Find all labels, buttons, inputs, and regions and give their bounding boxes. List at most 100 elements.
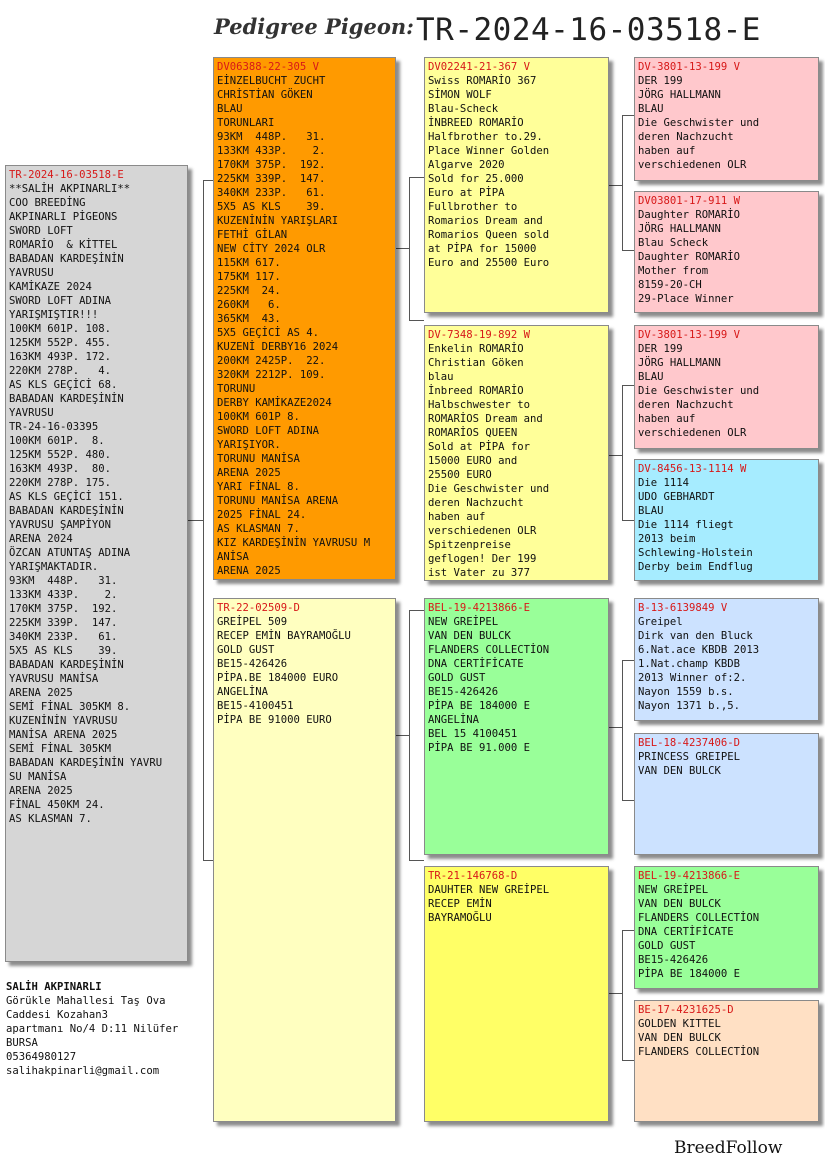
detail-line: 125KM 552P. 455.: [9, 337, 112, 349]
detail-line: Place Winner Golden: [428, 145, 550, 157]
detail-line: VAN DEN BULCK: [638, 1032, 721, 1044]
connector-line: [622, 930, 634, 931]
detail-line: SWORD LOFT ADINA: [9, 295, 112, 307]
detail-line: FLANDERS COLLECTİON: [638, 1046, 760, 1058]
detail-line: JÖRG HALLMANN: [638, 89, 721, 101]
detail-line: ARENA 2025: [217, 565, 281, 577]
connector-line: [409, 610, 424, 611]
detail-line: GOLDEN KITTEL: [638, 1018, 721, 1030]
connector-line: [409, 177, 424, 178]
owner-address-line: Caddesi Kozahan3: [6, 1009, 109, 1021]
detail-line: Halbschwester to: [428, 399, 531, 411]
detail-line: 93KM 448P. 31.: [217, 131, 326, 143]
connector-line: [203, 180, 214, 181]
owner-address-line: BURSA: [6, 1037, 38, 1049]
detail-line: Nayon 1559 b.s.: [638, 686, 734, 698]
detail-line: BABADAN KARDEŞİNİN: [9, 505, 124, 517]
detail-line: 220KM 278P. 175.: [9, 477, 112, 489]
detail-line: DAUHTER NEW GREİPEL: [428, 884, 550, 896]
detail-line: haben auf: [428, 511, 486, 523]
detail-line: Algarve 2020: [428, 159, 505, 171]
detail-line: DERBY KAMİKAZE2024: [217, 397, 332, 409]
detail-line: ANİSA: [217, 551, 249, 563]
detail-line: SWORD LOFT: [9, 225, 73, 237]
detail-line: SWORD LOFT ADINA: [217, 425, 320, 437]
connector-line: [203, 180, 204, 860]
pigeon-details: GOLDEN KITTEL VAN DEN BULCK FLANDERS COLLE…: [638, 1017, 815, 1059]
detail-line: 340KM 233P. 61.: [217, 187, 326, 199]
detail-line: FİNAL 450KM 24.: [9, 799, 105, 811]
pigeon-card-subject[interactable]: TR-2024-16-03518-E **SALİH AKPINARLI**CO…: [5, 165, 188, 962]
detail-line: at PİPA for 15000: [428, 243, 537, 255]
detail-line: GREİPEL 509: [217, 616, 288, 628]
detail-line: Romarios Queen sold: [428, 229, 550, 241]
ring-number: TR-21-146768-D: [428, 870, 518, 882]
detail-line: PİPA BE 91.000 E: [428, 742, 531, 754]
detail-line: 100KM 601P. 8.: [9, 435, 105, 447]
detail-line: BABADAN KARDEŞİNİN YAVRU: [9, 757, 163, 769]
connector-line: [409, 177, 410, 320]
detail-line: JÖRG HALLMANN: [638, 357, 721, 369]
detail-line: KUZENİNİN YARIŞLARI: [217, 215, 339, 227]
detail-line: KUZENİ DERBY16 2024: [217, 341, 339, 353]
detail-line: verschiedenen OLR: [428, 525, 537, 537]
detail-line: 15000 EURO and: [428, 455, 518, 467]
detail-line: NEW GREİPEL: [428, 616, 499, 628]
detail-line: Euro and 25500 Euro: [428, 257, 550, 269]
detail-line: Sold for 25.000: [428, 173, 524, 185]
detail-line: ist Vater zu 377: [428, 567, 531, 579]
connector-line: [622, 930, 623, 1060]
detail-line: 115KM 617.: [217, 257, 281, 269]
detail-line: KAMİKAZE 2024: [9, 281, 92, 293]
owner-email[interactable]: salihakpinarli@gmail.com: [6, 1065, 160, 1077]
connector-line: [203, 860, 214, 861]
detail-line: 225KM 339P. 147.: [217, 173, 326, 185]
detail-line: 2013 beim: [638, 533, 696, 545]
detail-line: YAVRUSU: [9, 407, 54, 419]
connector-line: [622, 250, 634, 251]
detail-line: Die 1114: [638, 477, 690, 489]
detail-line: 5X5 AS KLS 39.: [9, 645, 118, 657]
detail-line: ARENA 2025: [217, 467, 281, 479]
detail-line: 8159-20-CH: [638, 279, 702, 291]
connector-line: [409, 320, 424, 321]
detail-line: Spitzenpreise: [428, 539, 511, 551]
detail-line: Halfbrother to.29.: [428, 131, 543, 143]
ring-number: BEL-19-4213866-E: [638, 870, 741, 882]
detail-line: BEL 15 4100451: [428, 728, 518, 740]
ring-number: DV-3801-13-199 V: [638, 329, 741, 341]
detail-line: 220KM 278P. 4.: [9, 365, 112, 377]
detail-line: 260KM 6.: [217, 299, 281, 311]
detail-line: BLAU: [638, 103, 664, 115]
detail-line: **SALİH AKPINARLI**: [9, 183, 131, 195]
detail-line: 5X5 AS KLS 39.: [217, 201, 326, 213]
detail-line: deren Nachzucht: [638, 131, 734, 143]
detail-line: BE15-426426: [428, 686, 499, 698]
detail-line: COO BREEDİNG: [9, 197, 86, 209]
connector-line: [409, 610, 410, 860]
detail-line: YAVRUSU: [9, 267, 54, 279]
detail-line: KUZENİNİN YAVRUSU: [9, 715, 118, 727]
detail-line: 365KM 43.: [217, 313, 281, 325]
detail-line: 175KM 117.: [217, 271, 281, 283]
ring-number: B-13-6139849 V: [638, 602, 728, 614]
connector-line: [409, 860, 424, 861]
detail-line: Dirk van den Bluck: [638, 630, 753, 642]
